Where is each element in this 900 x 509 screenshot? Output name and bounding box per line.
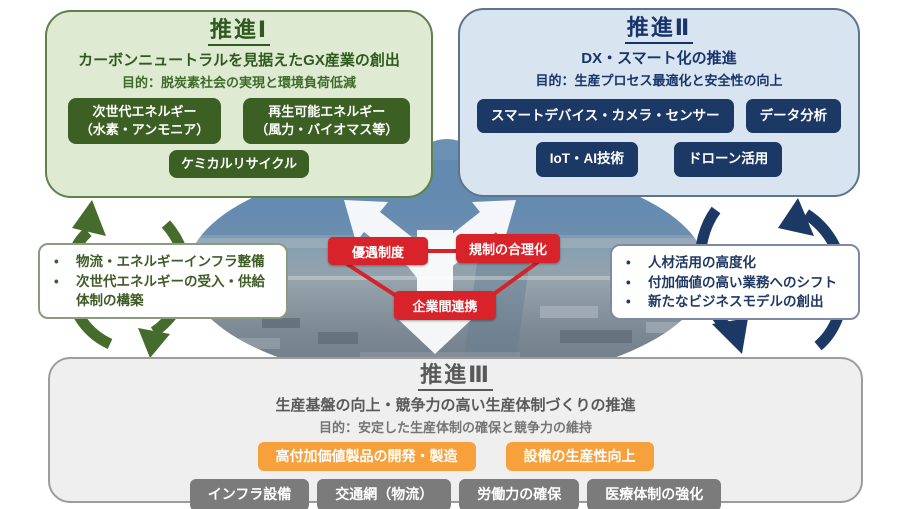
list-item: • 物流・エネルギーインフラ整備 — [52, 252, 276, 272]
pill-labor-force: 労働力の確保 — [459, 479, 580, 509]
bullet-icon: • — [626, 294, 631, 310]
bullet-icon: • — [54, 254, 59, 269]
note-right-item-1: 人材活用の高度化 — [648, 255, 756, 270]
pill-drone: ドローン活用 — [673, 142, 783, 178]
note-right-item-3: 新たなビジネスモデルの創出 — [648, 294, 824, 310]
pill-medical-system: 医療体制の強化 — [587, 479, 722, 509]
pill-data-analysis: データ分析 — [745, 98, 842, 134]
policy-box-regulation: 規制の合理化 — [456, 234, 560, 263]
pill-next-gen-energy: 次世代エネルギー （水素・アンモニア） — [67, 97, 222, 144]
panel-3-title: 推進Ⅲ — [418, 361, 493, 391]
pill-smart-devices: スマートデバイス・カメラ・センサー — [476, 98, 734, 134]
panel-3-purpose: 目的：安定した生産体制の確保と競争力の維持 — [318, 419, 592, 435]
pill-iot-ai: IoT・AI技術 — [535, 142, 638, 178]
bullet-icon: • — [626, 255, 631, 270]
note-left-logistics: • 物流・エネルギーインフラ整備 • 次世代エネルギーの受入・供給体制の構築 — [38, 243, 288, 319]
pill-infrastructure: インフラ設備 — [189, 479, 310, 509]
panel-2-purpose: 目的：生産プロセス最適化と安全性の向上 — [535, 72, 783, 88]
list-item: • 付加価値の高い業務へのシフト — [624, 273, 848, 293]
panel-promotion-1: 推進Ⅰ カーボンニュートラルを見据えたGX産業の創出 目的：脱炭素社会の実現と環… — [45, 10, 433, 198]
policy-box-incentives: 優遇制度 — [328, 237, 428, 265]
pill-renewable-energy: 再生可能エネルギー （風力・バイオマス等） — [243, 97, 411, 144]
pill-equipment-productivity: 設備の生産性向上 — [505, 441, 654, 472]
panel-1-purpose: 目的：脱炭素社会の実現と環境負荷低減 — [121, 74, 356, 90]
panel-promotion-3: 推進Ⅲ 生産基盤の向上・競争力の高い生産体制づくりの推進 目的：安定した生産体制… — [48, 357, 863, 509]
note-right-workforce: • 人材活用の高度化 • 付加価値の高い業務へのシフト • 新たなビジネスモデル… — [610, 244, 860, 320]
panel-promotion-2: 推進Ⅱ DX・スマート化の推進 目的：生産プロセス最適化と安全性の向上 スマート… — [458, 8, 860, 197]
list-item: • 新たなビジネスモデルの創出 — [624, 292, 848, 312]
list-item: • 次世代エネルギーの受入・供給体制の構築 — [52, 272, 276, 311]
pill-high-value-products: 高付加価値製品の開発・製造 — [257, 441, 476, 472]
panel-1-subtitle: カーボンニュートラルを見据えたGX産業の創出 — [78, 51, 400, 69]
bullet-icon: • — [54, 273, 59, 289]
panel-3-subtitle: 生産基盤の向上・競争力の高い生産体制づくりの推進 — [275, 396, 636, 414]
note-left-item-2: 次世代エネルギーの受入・供給体制の構築 — [76, 273, 265, 309]
note-left-item-1: 物流・エネルギーインフラ整備 — [76, 254, 265, 269]
bullet-icon: • — [626, 274, 631, 290]
panel-2-title: 推進Ⅱ — [624, 14, 694, 44]
note-right-item-2: 付加価値の高い業務へのシフト — [648, 274, 837, 290]
pill-transport-logistics: 交通網（物流） — [317, 479, 452, 509]
list-item: • 人材活用の高度化 — [624, 253, 848, 273]
pill-chemical-recycle: ケミカルリサイクル — [169, 149, 309, 179]
panel-1-title: 推進Ⅰ — [207, 16, 271, 46]
panel-2-subtitle: DX・スマート化の推進 — [581, 49, 737, 67]
policy-box-collaboration: 企業間連携 — [394, 291, 496, 320]
